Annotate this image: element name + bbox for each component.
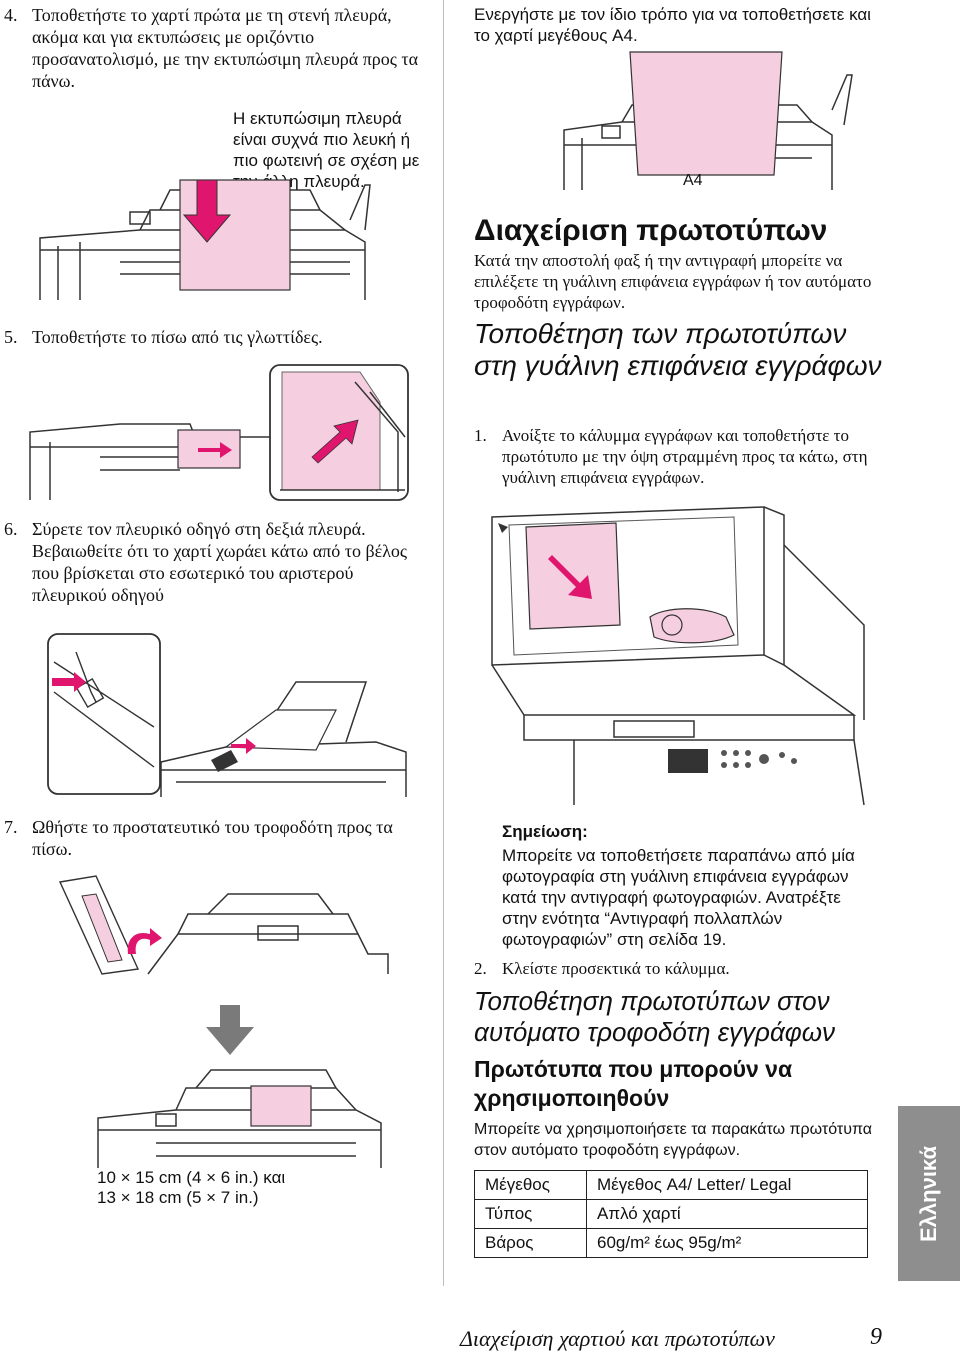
step-6: 6. Σύρετε τον πλευρικό οδηγό στη δεξιά π… [4,518,424,610]
specs-table: Μέγεθος Μέγεθος A4/ Letter/ Legal Τύπος … [474,1170,868,1258]
page-number: 9 [870,1324,882,1350]
step-text: Κλείστε προσεκτικά το κάλυμμα. [502,959,730,978]
step-text: Ωθήστε το προστατευτικό του τροφοδότη πρ… [32,817,393,859]
scanner-glass-illustration [491,506,865,806]
step-number: 4. [4,5,18,25]
paper-size-caption: 10 × 15 cm (4 × 6 in.) και 13 × 18 cm (5… [97,1168,285,1208]
step-number: 1. [474,426,487,445]
step-number: 6. [4,519,18,539]
step-text: Σύρετε τον πλευρικό οδηγό στη δεξιά πλευ… [32,519,408,605]
language-tab-label: Ελληνικά [916,1145,941,1242]
column-divider [443,0,444,1286]
paper-loaded-illustration [97,1069,382,1168]
printer-load-paper-illustration [39,179,371,300]
step-number: 2. [474,959,487,978]
step-2: 2. Κλείστε προσεκτικά το κάλυμμα. [474,958,886,982]
spec-key: Βάρος [474,1228,587,1258]
step-number: 7. [4,817,18,837]
footer-title: Διαχείριση χαρτιού και πρωτοτύπων [460,1326,775,1351]
step-7: 7. Ωθήστε το προστατευτικό του τροφοδότη… [4,816,424,864]
a4-label: A4 [683,172,703,189]
spec-value: Απλό χαρτί [586,1199,868,1229]
step-number: 5. [4,327,18,347]
step-5: 5. Τοποθετήστε το πίσω από τις γλωττίδες… [4,326,424,350]
table-row: Τύπος Απλό χαρτί [474,1199,868,1229]
spec-value: Μέγεθος A4/ Letter/ Legal [586,1170,868,1200]
step-1: 1. Ανοίξτε το κάλυμμα εγγράφων και τοποθ… [474,425,886,495]
adf-title: Τοποθέτηση πρωτοτύπων στον αυτόματο τροφ… [474,986,835,1047]
usable-title: Πρωτότυπα που μπορούν να χρησιμοποιηθούν [474,1056,793,1111]
feeder-guard-illustration [58,875,389,975]
language-tab: Ελληνικά [898,1106,960,1281]
spec-value: 60g/m² έως 95g/m² [586,1228,868,1258]
step-4: 4. Τοποθετήστε το χαρτί πρώτα με τη στεν… [4,4,424,91]
step-text: Τοποθετήστε το χαρτί πρώτα με τη στενή π… [32,5,419,91]
section-title: Διαχείριση πρωτοτύπων [474,214,828,247]
glass-title: Τοποθέτηση των πρωτοτύπων στη γυάλινη επ… [474,318,882,381]
section-body: Κατά την αποστολή φαξ ή την αντιγραφή μπ… [474,251,872,312]
spec-key: Μέγεθος [474,1170,587,1200]
a4-intro: Ενεργήστε με τον ίδιο τρόπο για να τοποθ… [474,5,871,45]
table-row: Μέγεθος Μέγεθος A4/ Letter/ Legal [474,1170,868,1200]
note-body: Μπορείτε να τοποθετήσετε παραπάνω από μί… [502,846,855,949]
edge-guide-illustration [47,633,407,797]
spec-key: Τύπος [474,1199,587,1229]
step-text: Ανοίξτε το κάλυμμα εγγράφων και τοποθετή… [502,426,868,487]
down-arrow-icon [206,1005,254,1055]
paper-size-line: 10 × 15 cm (4 × 6 in.) και [97,1168,286,1187]
usable-body: Μπορείτε να χρησιμοποιήσετε τα παρακάτω … [474,1121,873,1159]
step-text: Τοποθετήστε το πίσω από τις γλωττίδες. [32,327,323,347]
table-row: Βάρος 60g/m² έως 95g/m² [474,1228,868,1258]
paper-behind-tabs-illustration [29,364,409,501]
a4-paper-illustration [563,51,853,190]
paper-size-line: 13 × 18 cm (5 × 7 in.) [97,1188,259,1207]
note-title: Σημείωση: [502,822,588,841]
